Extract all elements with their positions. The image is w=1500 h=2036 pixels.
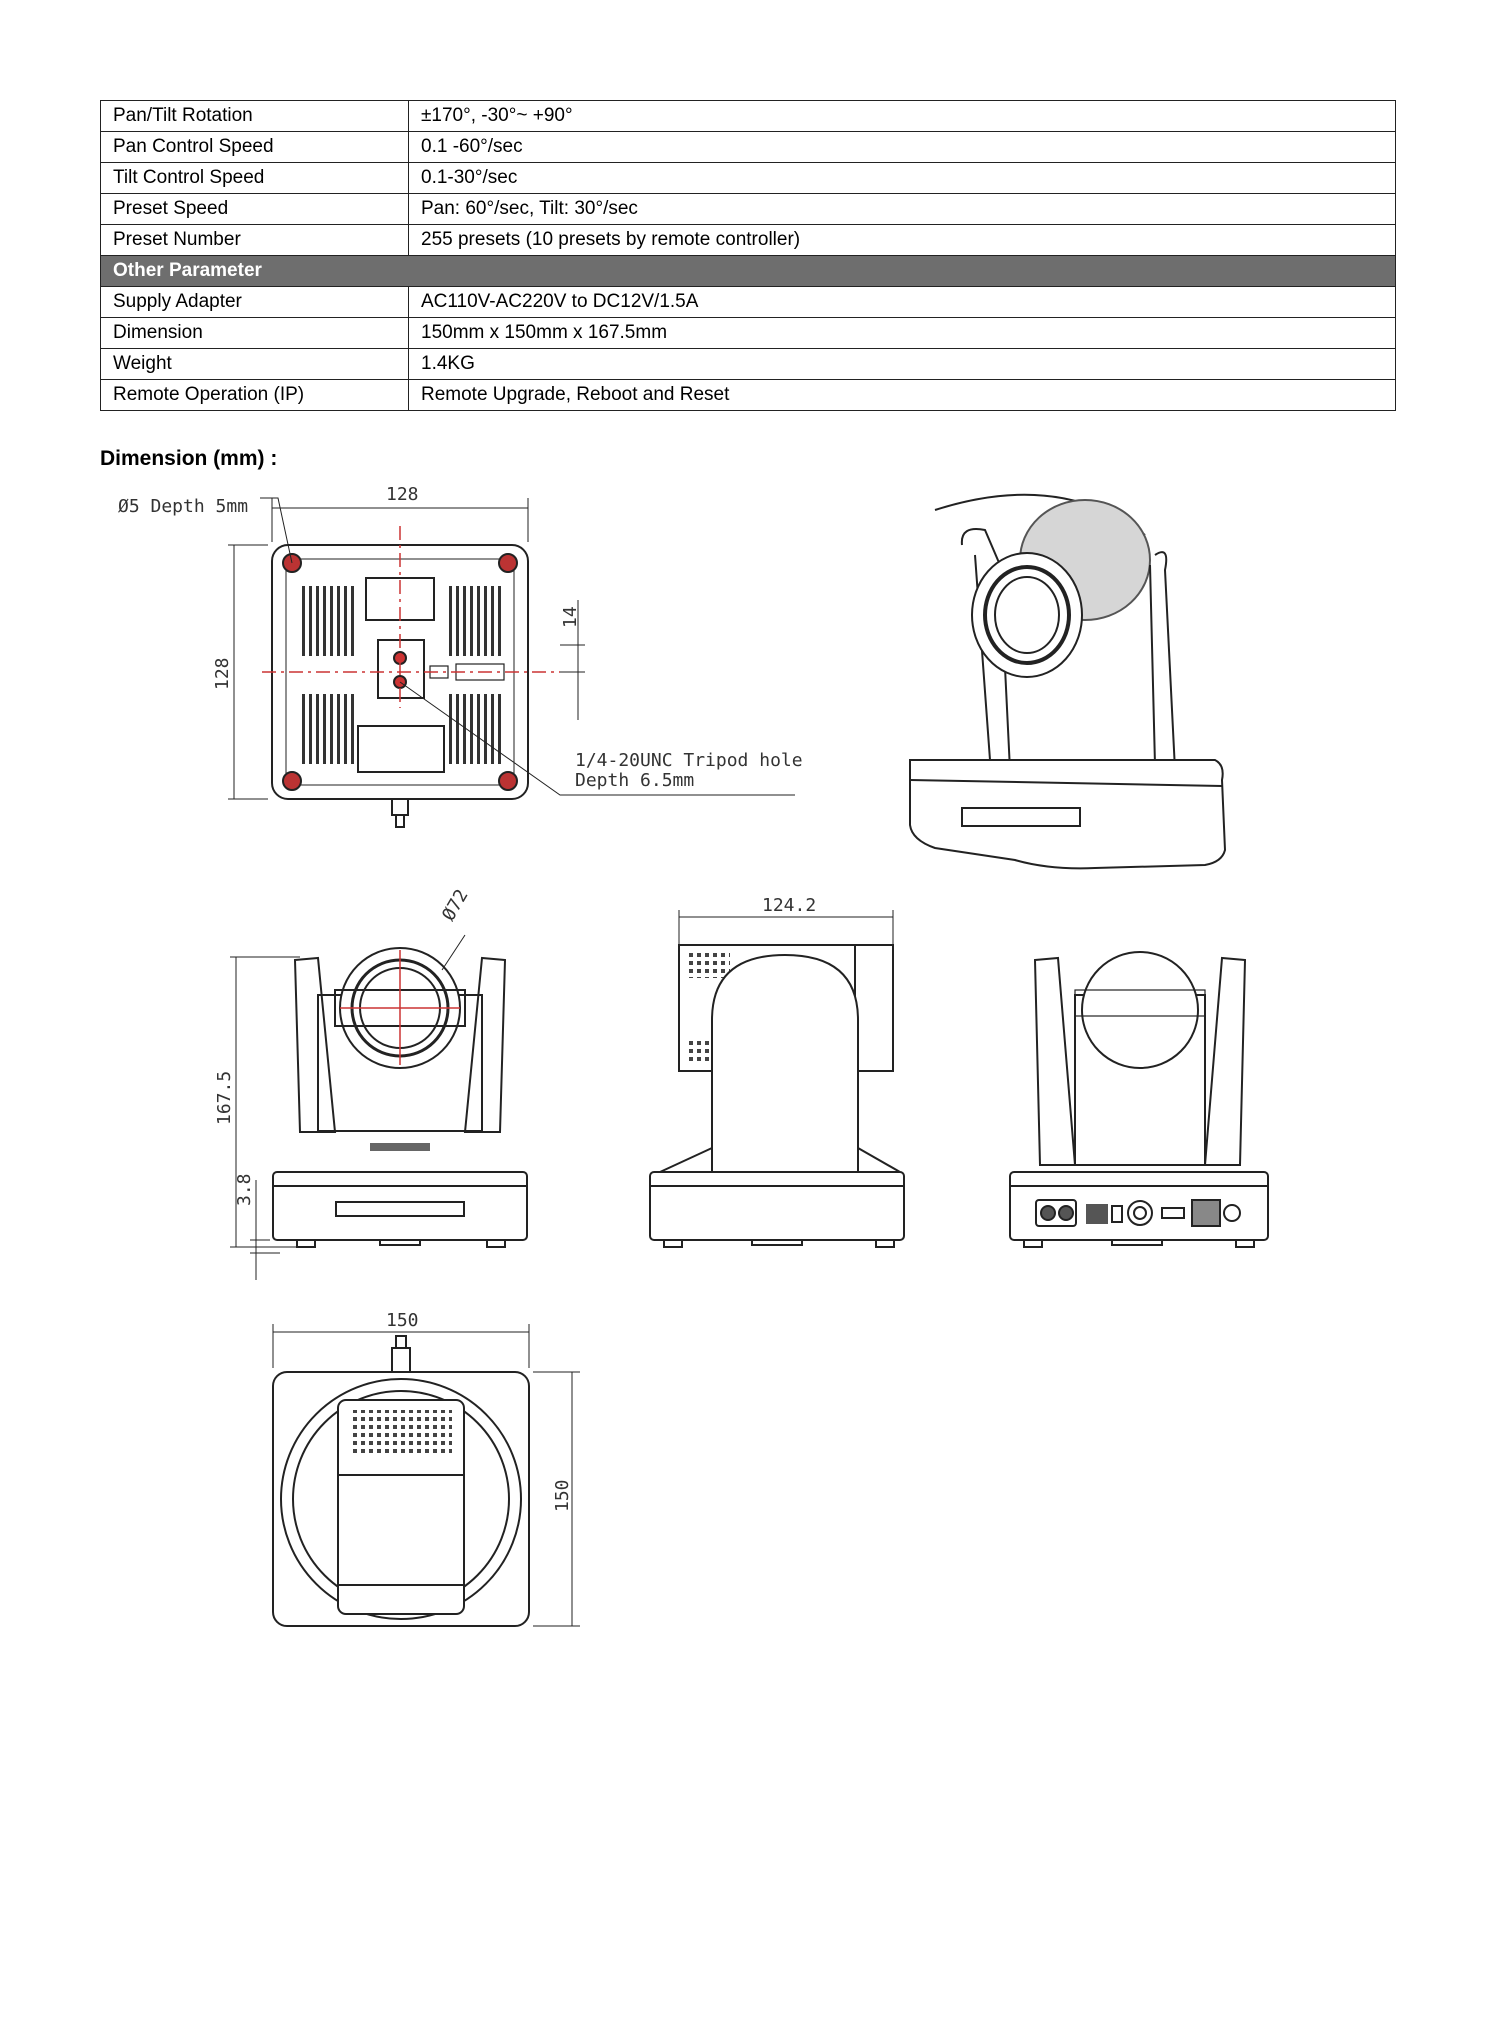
bottom-height-label: 128 [212,657,233,690]
bottom-offset-label: 14 [560,606,581,628]
spec-label: Weight [100,348,409,380]
spec-label: Supply Adapter [100,286,409,318]
lens-diameter-label: Ø72 [438,886,472,925]
height-total-label: 167.5 [214,1071,235,1125]
top-depth-label: 150 [552,1479,573,1512]
spec-value: ±170°, -30°~ +90° [408,100,1396,132]
spec-value: AC110V-AC220V to DC12V/1.5A [408,286,1396,318]
spec-label: Remote Operation (IP) [100,379,409,411]
bottom-view [228,497,795,828]
spec-value: Pan: 60°/sec, Tilt: 30°/sec [408,193,1396,225]
rear-view [1009,951,1269,1248]
side-view [649,910,905,1248]
spec-table: Pan/Tilt Rotation±170°, -30°~ +90° Pan C… [100,100,1396,411]
tripod-note-line2: Depth 6.5mm [575,770,694,791]
front-view [230,934,528,1280]
spec-label: Pan/Tilt Rotation [100,100,409,132]
table-row: Remote Operation (IP)Remote Upgrade, Reb… [100,379,1396,411]
spec-value: 1.4KG [408,348,1396,380]
top-width-label: 150 [386,1310,419,1331]
foot-height-label: 3.8 [234,1173,255,1206]
spec-value: 150mm x 150mm x 167.5mm [408,317,1396,349]
section-header-row: Other Parameter [100,255,1396,287]
table-row: Pan/Tilt Rotation±170°, -30°~ +90° [100,100,1396,132]
tripod-note-line1: 1/4-20UNC Tripod hole [575,750,803,771]
spec-label: Tilt Control Speed [100,162,409,194]
spec-value: 0.1 -60°/sec [408,131,1396,163]
spec-value: Remote Upgrade, Reboot and Reset [408,379,1396,411]
bottom-width-label: 128 [386,484,419,505]
isometric-view [909,493,1227,870]
side-depth-label: 124.2 [762,895,816,916]
spec-label: Preset Speed [100,193,409,225]
spec-label: Preset Number [100,224,409,256]
spec-value: 255 presets (10 presets by remote contro… [408,224,1396,256]
hole-note: Ø5 Depth 5mm [118,496,248,517]
section-title: Other Parameter [100,255,1396,287]
top-view [272,1324,580,1627]
dimension-heading: Dimension (mm) : [100,447,278,470]
